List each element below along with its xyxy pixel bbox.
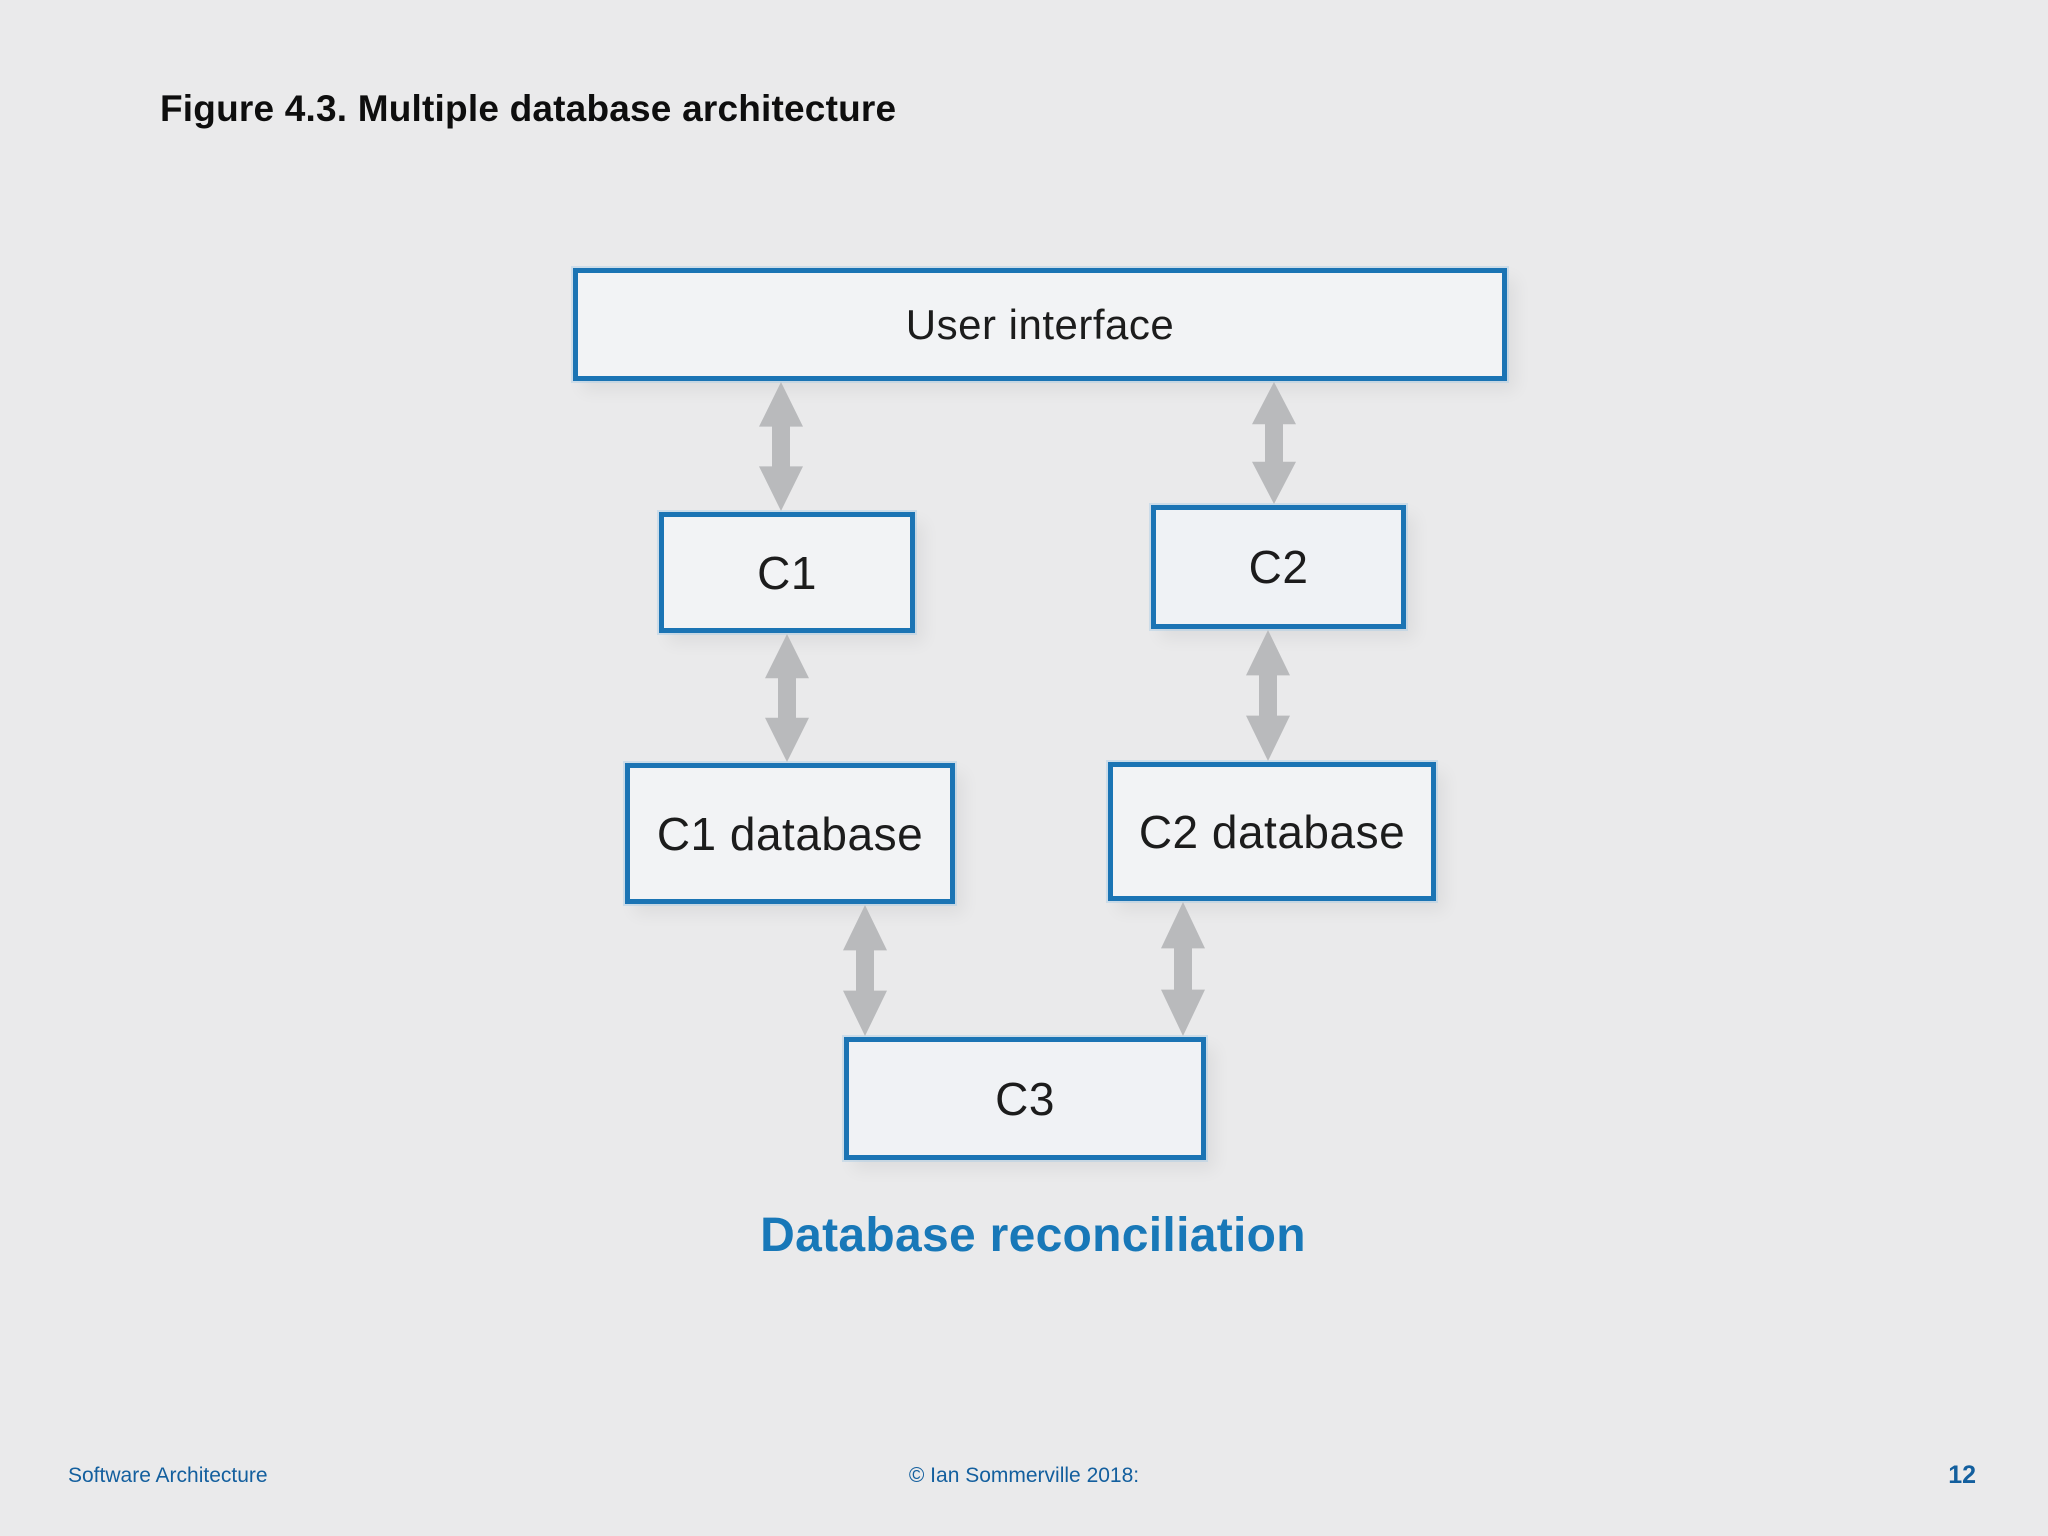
node-c2-label: C2 [1248, 541, 1309, 593]
double-arrow-icon [1161, 902, 1205, 1036]
node-user-interface: User interface [573, 268, 1507, 381]
node-c2: C2 [1151, 505, 1406, 629]
node-c1-database-label: C1 database [656, 807, 924, 860]
double-arrow-icon [759, 382, 803, 511]
footer-page-number: 12 [1948, 1461, 1976, 1489]
node-c1-database: C1 database [625, 763, 955, 904]
node-c1-label: C1 [757, 546, 817, 599]
diagram-caption: Database reconciliation [760, 1209, 1306, 1262]
node-c3: C3 [844, 1037, 1206, 1160]
double-arrow-icon [765, 634, 809, 762]
node-c3-label: C3 [995, 1072, 1055, 1125]
node-c2-database: C2 database [1108, 762, 1436, 901]
double-arrow-icon [843, 905, 887, 1036]
double-arrow-icon [1246, 630, 1290, 761]
node-c1: C1 [659, 512, 915, 633]
footer-course-title: Software Architecture [68, 1464, 268, 1487]
node-user-interface-label: User interface [905, 300, 1175, 348]
node-c2-database-label: C2 database [1138, 805, 1406, 858]
figure-title: Figure 4.3. Multiple database architectu… [160, 88, 897, 129]
footer-copyright: © Ian Sommerville 2018: [908, 1464, 1140, 1487]
double-arrow-icon [1252, 382, 1296, 504]
